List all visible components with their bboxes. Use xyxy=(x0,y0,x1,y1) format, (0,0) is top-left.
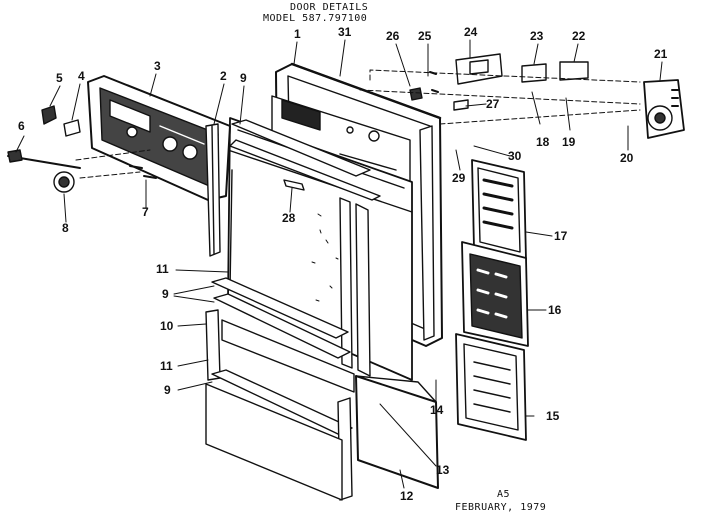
callout-31: 31 xyxy=(338,25,352,39)
callout-27: 27 xyxy=(486,97,500,111)
liner-side-trims xyxy=(339,125,435,377)
decorative-panel-15 xyxy=(455,333,527,441)
callout-8: 8 xyxy=(62,221,69,235)
diagram-title: DOOR DETAILS xyxy=(290,2,369,13)
callout-11-upper: 11 xyxy=(156,262,169,276)
callout-23: 23 xyxy=(530,29,544,43)
callout-9-lower: 9 xyxy=(164,383,171,397)
callout-4: 4 xyxy=(78,69,85,83)
callout-17: 17 xyxy=(554,229,568,243)
callout-20: 20 xyxy=(620,151,634,165)
callout-10: 10 xyxy=(160,319,174,333)
page-number: A5 xyxy=(497,489,511,500)
callout-15: 15 xyxy=(546,409,560,423)
callout-11-lower: 11 xyxy=(160,359,173,373)
assembly-leader-lines xyxy=(75,69,641,179)
callout-13: 13 xyxy=(436,463,450,477)
callout-22: 22 xyxy=(572,29,586,43)
vertical-trim-strip xyxy=(205,123,221,257)
callout-5: 5 xyxy=(56,71,63,85)
left-small-parts xyxy=(7,105,157,193)
console-panel xyxy=(87,75,231,201)
callout-9: 9 xyxy=(240,71,247,85)
callout-25: 25 xyxy=(418,29,432,43)
callout-9-middle: 9 xyxy=(162,287,169,301)
bottom-kick-panel xyxy=(355,375,439,489)
callout-3: 3 xyxy=(154,59,161,73)
top-trim-and-handle xyxy=(229,119,381,201)
callout-2: 2 xyxy=(220,69,227,83)
callout-16: 16 xyxy=(548,303,562,317)
callout-24: 24 xyxy=(464,25,478,39)
callout-29: 29 xyxy=(452,171,466,185)
callout-6: 6 xyxy=(18,119,25,133)
callout-28: 28 xyxy=(282,211,296,225)
switch-assembly xyxy=(643,79,685,139)
callout-14: 14 xyxy=(430,403,444,417)
callout-30: 30 xyxy=(508,149,522,163)
drawing-date: FEBRUARY, 1979 xyxy=(455,502,547,513)
lower-trim-strips xyxy=(205,277,355,501)
callout-12: 12 xyxy=(400,489,414,503)
callout-leaders xyxy=(15,39,663,489)
callout-18: 18 xyxy=(536,135,550,149)
decorative-panel-16 xyxy=(461,241,529,347)
decorative-panel-17 xyxy=(471,159,527,261)
callout-7: 7 xyxy=(142,205,149,219)
model-number: MODEL 587.797100 xyxy=(263,13,368,24)
callout-1: 1 xyxy=(294,27,301,41)
callout-26: 26 xyxy=(386,29,400,43)
callout-21: 21 xyxy=(654,47,668,61)
callout-19: 19 xyxy=(562,135,576,149)
